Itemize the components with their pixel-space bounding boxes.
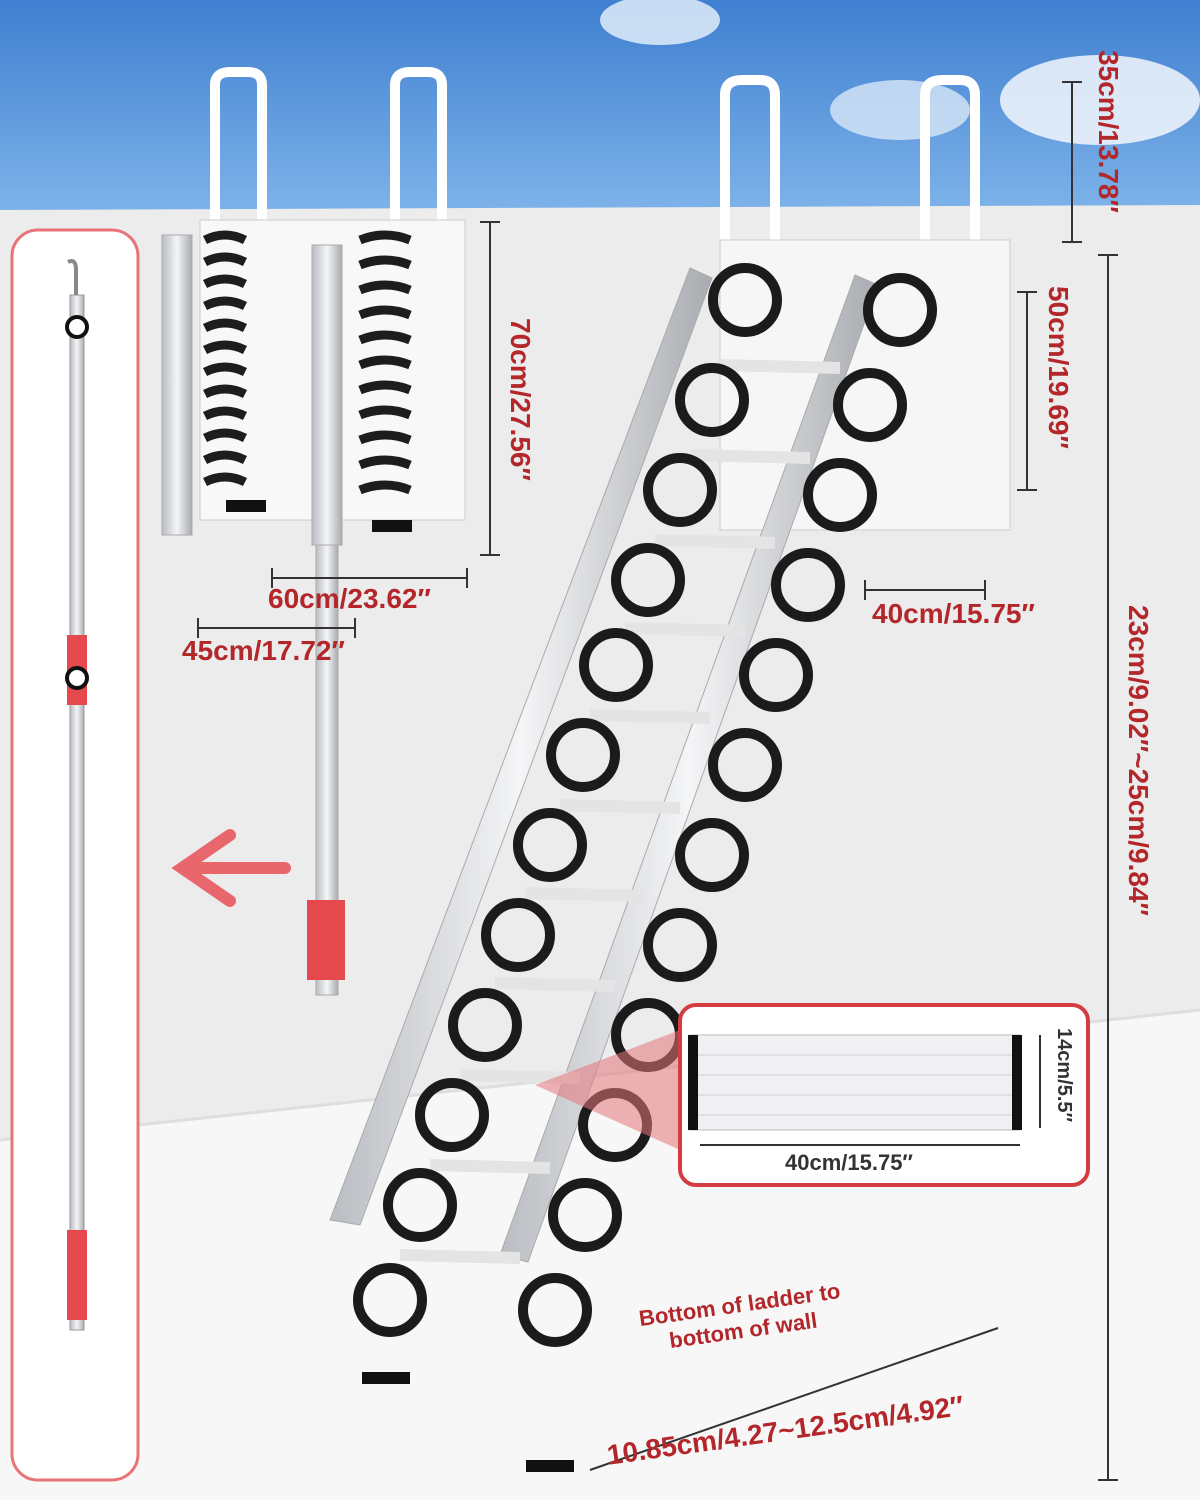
cloud — [1000, 55, 1200, 145]
mount-width-label: 40cm/15.75″ — [872, 598, 1035, 629]
mount-height-label: 50cm/19.69″ — [1043, 286, 1074, 449]
folded-ladder — [161, 67, 466, 996]
step-tread — [688, 1034, 1022, 1131]
top-handle-height-label: 35cm/13.78″ — [1093, 50, 1124, 213]
step-width-label: 40cm/15.75″ — [785, 1150, 913, 1175]
zoom-wedge — [535, 1030, 680, 1150]
folded-width-outer-label: 45cm/17.72″ — [182, 635, 345, 666]
pole-shaft — [69, 294, 85, 1331]
pole-joint-icon — [65, 666, 89, 690]
pole-joint-icon — [65, 315, 89, 339]
step-spacing-label: 23cm/9.02″~25cm/9.84″ — [1123, 605, 1154, 916]
step-depth-label: 14cm/5.5″ — [1053, 1028, 1075, 1123]
folded-width-inner-label: 60cm/23.62″ — [268, 583, 431, 614]
pole-grip — [67, 1230, 87, 1320]
dimension-lines — [197, 81, 1118, 1481]
cloud — [830, 80, 970, 140]
arrow-left-icon — [171, 829, 291, 907]
pole-hook-icon — [67, 259, 78, 295]
folded-height-label: 70cm/27.56″ — [505, 318, 536, 481]
unfolded-ladder — [329, 75, 1011, 1472]
cloud — [600, 0, 720, 45]
sky — [0, 0, 1200, 215]
